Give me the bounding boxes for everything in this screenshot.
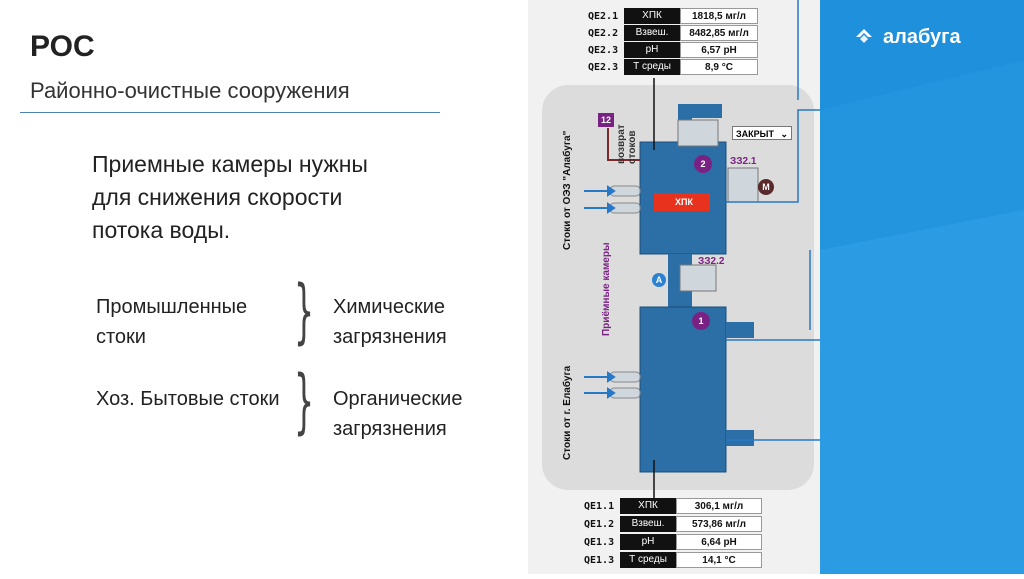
pollution-chemical: Химические загрязнения — [333, 296, 447, 348]
logo-mark-icon — [856, 29, 872, 43]
chip-m: M — [758, 179, 774, 195]
logo-text: алабуга — [883, 26, 961, 48]
chamber-lower — [639, 306, 727, 473]
chip-a: A — [652, 273, 666, 287]
outlet-pipe-2 — [726, 430, 754, 446]
inflow-label-bottom: Стоки от г. Елабуга — [562, 365, 573, 460]
valve-mid — [679, 264, 717, 292]
source-industrial: Промышленные стоки — [96, 296, 248, 348]
xpk-indicator-label: ХПК — [675, 197, 693, 207]
chip-1: 1 — [692, 312, 710, 330]
table-row: QE2.2 Взвеш. 8482,85 мг/л — [588, 25, 758, 42]
brace-2: } — [294, 360, 315, 442]
chip-2: 2 — [694, 155, 712, 173]
scheme-drawing — [542, 0, 820, 498]
xpk-indicator — [654, 193, 710, 211]
tag-zz2: ЗЗ2.2 — [698, 256, 725, 267]
top-sensor-table: QE2.1 ХПК 1818,5 мг/л QE2.2 Взвеш. 8482,… — [588, 8, 758, 76]
brace-1: } — [294, 270, 315, 352]
scheme-panel — [528, 0, 820, 574]
table-row: QE2.3 pH 6,57 pH — [588, 42, 758, 59]
title-divider — [20, 112, 440, 113]
page-title: РОС — [30, 30, 95, 63]
chevron-down-icon: ⌄ — [780, 129, 788, 139]
table-row: QE1.2 Взвеш. 573,86 мг/л — [584, 516, 762, 534]
page-subtitle: Районно-очистные сооружения — [30, 78, 350, 103]
brand-logo: алабуга — [855, 26, 961, 49]
table-row: QE1.1 ХПК 306,1 мг/л — [584, 498, 762, 516]
table-row: QE1.3 Т среды 14,1 °C — [584, 552, 762, 570]
valve-status-select[interactable]: ЗАКРЫТ⌄ — [732, 126, 792, 140]
valve-right — [727, 167, 759, 203]
chamber-label: Приёмные камеры — [601, 242, 612, 337]
bottom-sensor-table: QE1.1 ХПК 306,1 мг/л QE1.2 Взвеш. 573,86… — [584, 498, 762, 570]
outlet-pipe-1 — [726, 322, 754, 338]
brand-panel — [820, 0, 1024, 574]
source-household: Хоз. Бытовые стоки — [96, 388, 280, 410]
table-row: QE2.1 ХПК 1818,5 мг/л — [588, 8, 758, 25]
pollution-organic: Органические загрязнения — [333, 388, 463, 440]
valve-top — [677, 119, 719, 147]
brand-background — [820, 60, 1024, 574]
badge-12: 12 — [598, 113, 614, 127]
intro-text: Приемные камеры нужны для снижения скоро… — [92, 151, 368, 243]
tag-zz1: ЗЗ2.1 — [730, 156, 757, 167]
table-row: QE1.3 pH 6,64 pH — [584, 534, 762, 552]
inflow-label-top: Стоки от ОЭЗ "Алабуга" — [562, 130, 573, 250]
return-label: возврат стоков — [616, 124, 638, 164]
table-row: QE2.3 Т среды 8,9 °C — [588, 59, 758, 76]
